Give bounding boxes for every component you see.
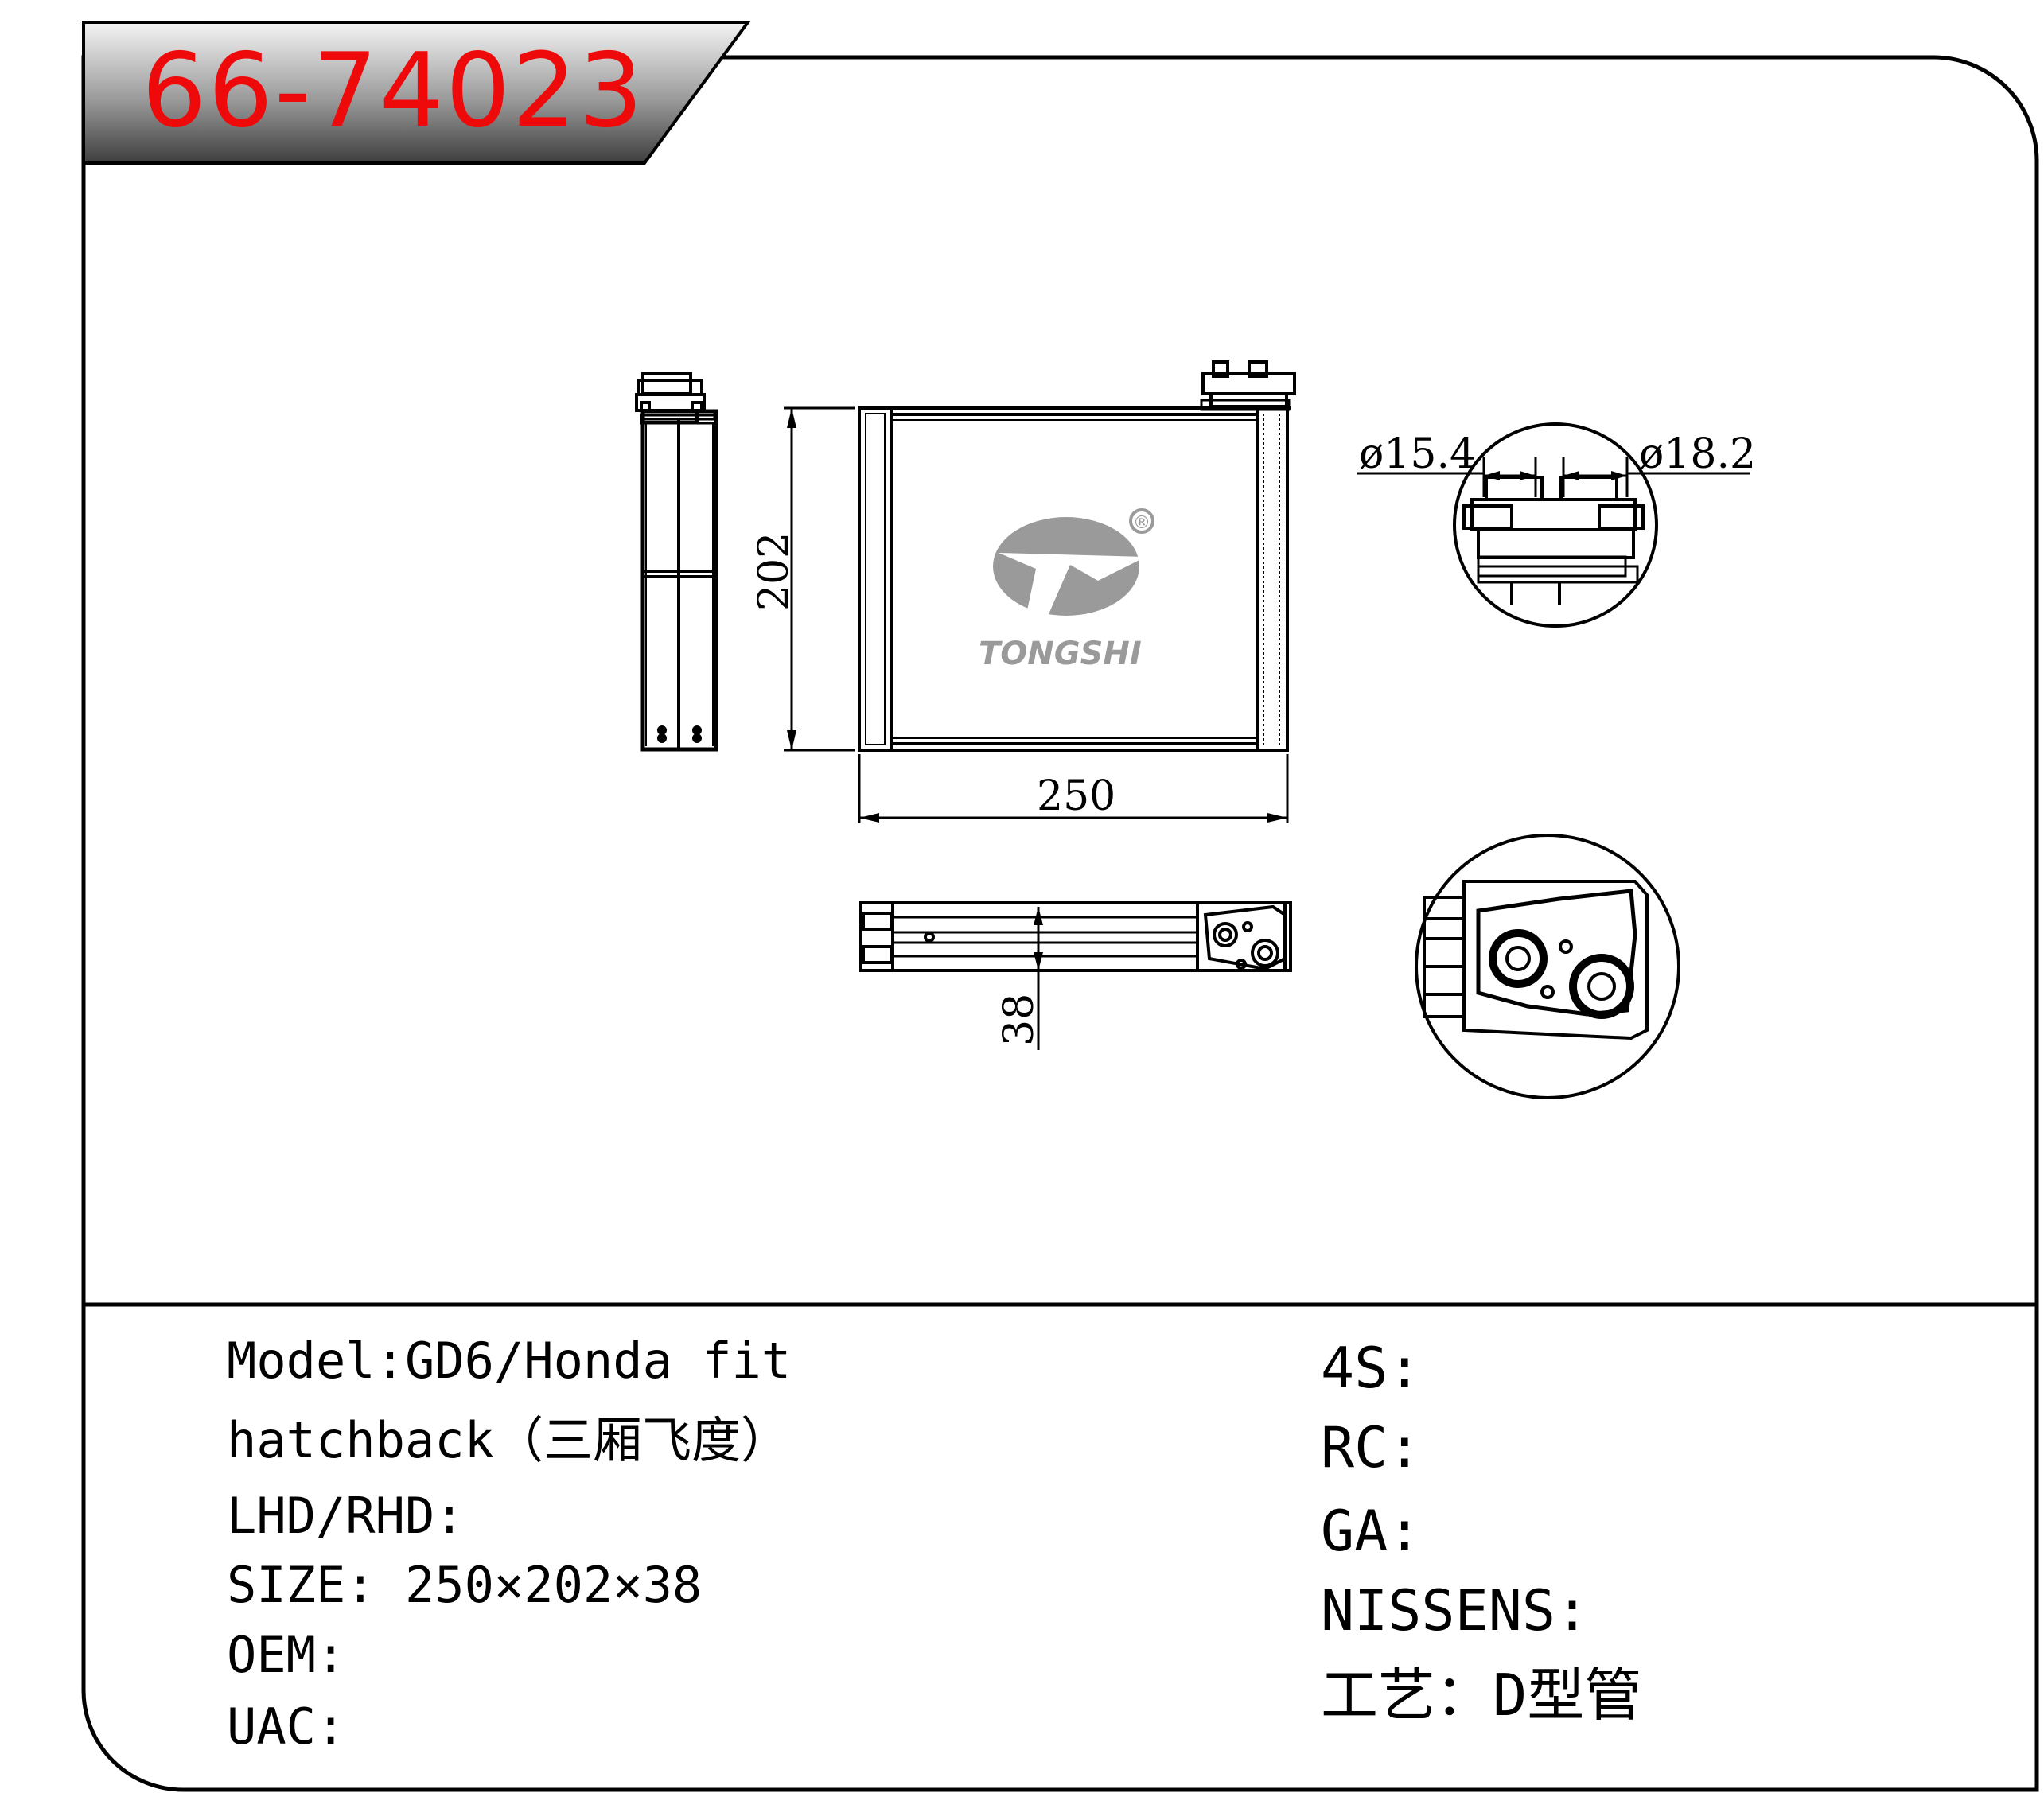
dimension-width	[858, 754, 1289, 823]
spec-rc: RC:	[1321, 1415, 1422, 1480]
spec-model-continued: hatchback（三厢飞度）	[227, 1411, 790, 1469]
top-view	[859, 901, 1292, 972]
fitting-dimensions	[1357, 457, 1750, 497]
front-view	[858, 360, 1296, 752]
flange-detail	[1415, 834, 1680, 1099]
spec-4s: 4S:	[1321, 1336, 1422, 1401]
dimension-depth	[1034, 907, 1043, 1050]
spec-nissens: NISSENS:	[1321, 1578, 1590, 1643]
part-number: 66-74023	[142, 32, 645, 150]
spec-lhd-rhd: LHD/RHD:	[227, 1487, 465, 1545]
spec-ga: GA:	[1321, 1499, 1422, 1564]
spec-model: Model:GD6/Honda fit	[227, 1332, 792, 1390]
depth-label: 38	[995, 994, 1043, 1046]
registered-mark-icon	[1129, 508, 1154, 534]
spec-process: 工艺：D型管	[1321, 1662, 1642, 1729]
brand-name: TONGSHI	[979, 636, 1142, 672]
width-label: 250	[1037, 772, 1115, 820]
fitting-right-diameter: ø18.2	[1639, 430, 1756, 478]
spec-oem: OEM:	[227, 1626, 346, 1684]
height-label: 202	[750, 532, 798, 611]
registered-mark: ®	[1133, 513, 1150, 533]
spec-uac: UAC:	[227, 1698, 346, 1756]
title-tab	[82, 21, 751, 165]
dimension-height	[784, 406, 855, 752]
fitting-left-diameter: ø15.4	[1359, 430, 1476, 478]
brand-logo: ® TONGSHI	[979, 508, 1154, 672]
spec-size: SIZE: 250×202×38	[227, 1556, 703, 1614]
side-view	[635, 372, 718, 752]
outer-frame	[81, 55, 2039, 1792]
fitting-detail	[1453, 422, 1658, 628]
